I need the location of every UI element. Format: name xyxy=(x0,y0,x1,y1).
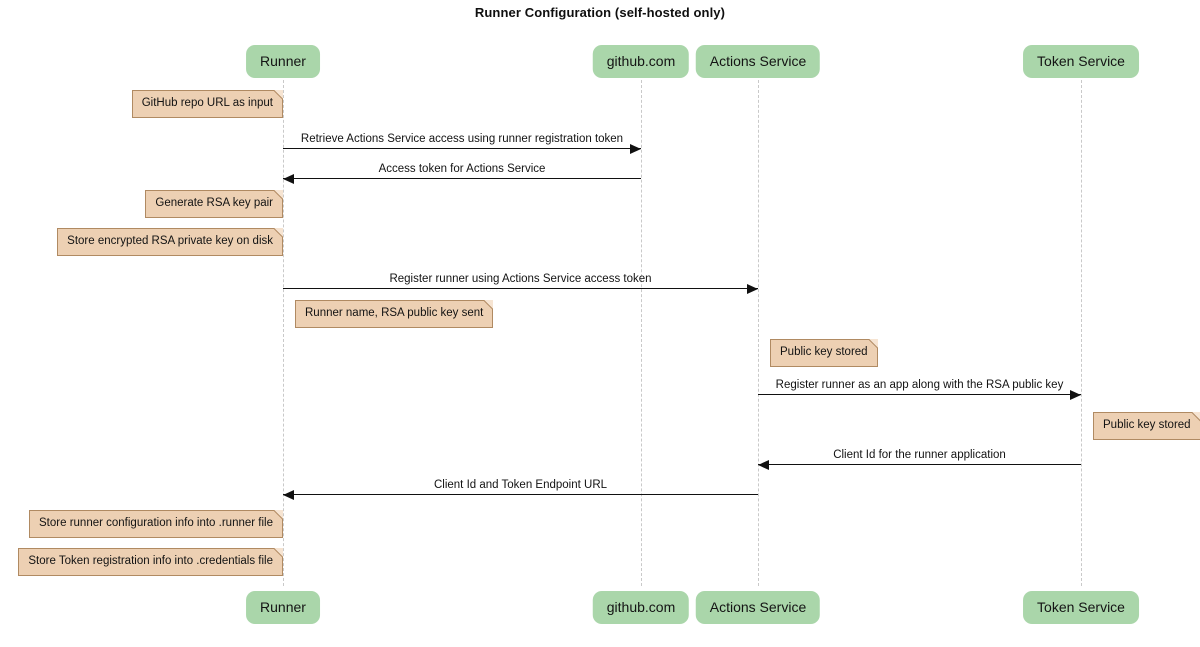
participant-actions-bottom[interactable]: Actions Service xyxy=(695,591,821,624)
arrowhead-right-icon xyxy=(630,144,641,154)
message-label: Client Id for the runner application xyxy=(833,449,1006,461)
lifeline-runner xyxy=(283,80,284,586)
note: Runner name, RSA public key sent xyxy=(295,300,494,328)
participant-label: Actions Service xyxy=(709,599,807,615)
message-line xyxy=(283,178,641,179)
participant-label: Token Service xyxy=(1037,53,1125,69)
arrowhead-right-icon xyxy=(1070,390,1081,400)
note: Store runner configuration info into .ru… xyxy=(29,510,283,538)
message-line xyxy=(758,464,1081,465)
arrowhead-left-icon xyxy=(283,490,294,500)
note-fold-edge-icon xyxy=(273,510,283,520)
note-fold-edge-icon xyxy=(273,228,283,238)
message-line xyxy=(283,494,758,495)
message-line xyxy=(283,288,758,289)
note-text: Generate RSA key pair xyxy=(155,197,273,209)
note-text: Runner name, RSA public key sent xyxy=(305,307,484,319)
note: Store Token registration info into .cred… xyxy=(18,548,283,576)
lifeline-token xyxy=(1081,80,1082,586)
note: Public key stored xyxy=(770,339,878,367)
note-text: Store encrypted RSA private key on disk xyxy=(67,235,273,247)
note-text: Public key stored xyxy=(1103,419,1191,431)
message-label: Access token for Actions Service xyxy=(378,163,546,175)
note-text: Store runner configuration info into .ru… xyxy=(39,517,273,529)
message-line xyxy=(758,394,1081,395)
message-label: Client Id and Token Endpoint URL xyxy=(433,479,608,491)
message-line xyxy=(283,148,641,149)
arrowhead-right-icon xyxy=(747,284,758,294)
participant-label: Token Service xyxy=(1037,599,1125,615)
participant-github-top[interactable]: github.com xyxy=(592,45,690,78)
note-text: GitHub repo URL as input xyxy=(141,97,273,109)
note-text: Store Token registration info into .cred… xyxy=(28,555,273,567)
note-fold-edge-icon xyxy=(273,190,283,200)
participant-token-top[interactable]: Token Service xyxy=(1023,45,1139,78)
participant-label: github.com xyxy=(606,599,676,615)
note: Store encrypted RSA private key on disk xyxy=(57,228,283,256)
note-text: Public key stored xyxy=(780,346,868,358)
lifeline-github xyxy=(641,80,642,586)
participant-actions-top[interactable]: Actions Service xyxy=(695,45,821,78)
diagram-title: Runner Configuration (self-hosted only) xyxy=(474,5,726,20)
participant-label: github.com xyxy=(606,53,676,69)
participant-token-bottom[interactable]: Token Service xyxy=(1023,591,1139,624)
note: GitHub repo URL as input xyxy=(131,90,283,118)
note: Public key stored xyxy=(1093,412,1200,440)
note-fold-edge-icon xyxy=(273,548,283,558)
note: Generate RSA key pair xyxy=(145,190,283,218)
lifeline-actions xyxy=(758,80,759,586)
participant-github-bottom[interactable]: github.com xyxy=(592,591,690,624)
note-fold-edge-icon xyxy=(1191,412,1200,422)
participant-runner-top[interactable]: Runner xyxy=(246,45,320,78)
participant-runner-bottom[interactable]: Runner xyxy=(246,591,320,624)
participant-label: Actions Service xyxy=(709,53,807,69)
participant-label: Runner xyxy=(260,53,306,69)
arrowhead-left-icon xyxy=(758,460,769,470)
message-label: Register runner as an app along with the… xyxy=(775,379,1064,391)
note-fold-edge-icon xyxy=(868,339,878,349)
message-label: Retrieve Actions Service access using ru… xyxy=(300,133,624,145)
note-fold-edge-icon xyxy=(273,90,283,100)
arrowhead-left-icon xyxy=(283,174,294,184)
note-fold-edge-icon xyxy=(483,300,493,310)
message-label: Register runner using Actions Service ac… xyxy=(389,273,652,285)
participant-label: Runner xyxy=(260,599,306,615)
